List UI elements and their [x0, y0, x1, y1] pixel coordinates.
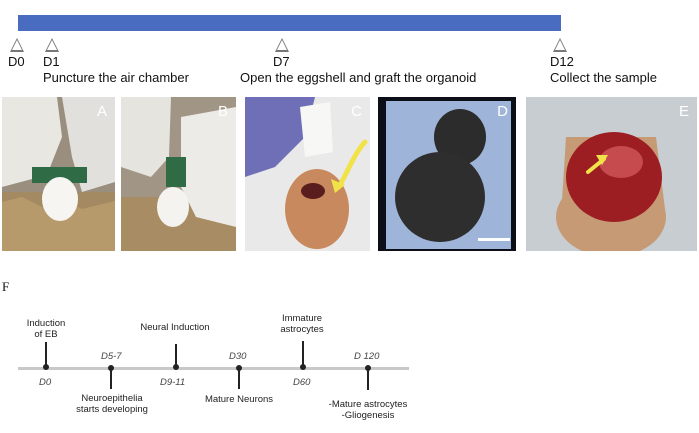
photo-panel-b: B: [121, 97, 236, 251]
panel-label-b: B: [217, 103, 228, 120]
panel-label-a: A: [96, 103, 107, 120]
day-marker-d1: [45, 38, 59, 52]
day-marker-d12: [553, 38, 567, 52]
timeline-bar: [18, 15, 561, 31]
dev-day-d120: D 120: [354, 351, 380, 362]
event-mature-astrocytes: -Mature astrocytes -Gliogenesis: [328, 399, 408, 421]
dot-d0: [43, 364, 49, 370]
tick-d60: [302, 341, 304, 367]
photo-panel-e: E: [526, 97, 697, 251]
dev-day-d9-11: D9-11: [160, 377, 186, 388]
dot-d60: [300, 364, 306, 370]
event-immature-astrocytes: Immature astrocytes: [280, 313, 324, 335]
photo-panel-d: D: [378, 97, 516, 251]
tick-d5-7: [110, 369, 112, 389]
dot-d30: [236, 365, 242, 371]
event-induction-eb: Induction of EB: [26, 318, 66, 340]
dot-d5-7: [108, 365, 114, 371]
panel-label-d: D: [497, 103, 508, 120]
event-mature-neurons: Mature Neurons: [204, 394, 274, 405]
step-graft: Open the eggshell and graft the organoid: [240, 70, 477, 85]
dev-day-d60: D60: [293, 377, 311, 388]
panel-label-c: C: [351, 103, 362, 120]
day-label-d12: D12: [550, 54, 574, 69]
tick-d9-11: [175, 344, 177, 367]
step-puncture: Puncture the air chamber: [43, 70, 189, 85]
dot-d120: [365, 365, 371, 371]
dev-day-d30: D30: [229, 351, 247, 362]
tick-d30: [238, 369, 240, 389]
development-timeline-line: [18, 367, 409, 370]
tick-d120: [367, 369, 369, 390]
step-collect: Collect the sample: [550, 70, 657, 85]
event-neural-induction: Neural Induction: [140, 322, 210, 333]
day-marker-d0: [10, 38, 24, 52]
panel-label-f: F: [2, 279, 10, 294]
day-label-d0: D0: [8, 54, 25, 69]
day-label-d1: D1: [43, 54, 60, 69]
dot-d9-11: [173, 364, 179, 370]
tick-d0: [45, 342, 47, 367]
day-marker-d7: [275, 38, 289, 52]
photo-panel-a: A: [2, 97, 115, 251]
panel-label-e: E: [678, 103, 689, 120]
dev-day-d5-7: D5-7: [101, 351, 122, 362]
dev-day-d0: D0: [39, 377, 52, 388]
event-neuroepithelia: Neuroepithelia starts developing: [76, 393, 148, 415]
day-label-d7: D7: [273, 54, 290, 69]
photo-panel-c: C: [245, 97, 370, 251]
